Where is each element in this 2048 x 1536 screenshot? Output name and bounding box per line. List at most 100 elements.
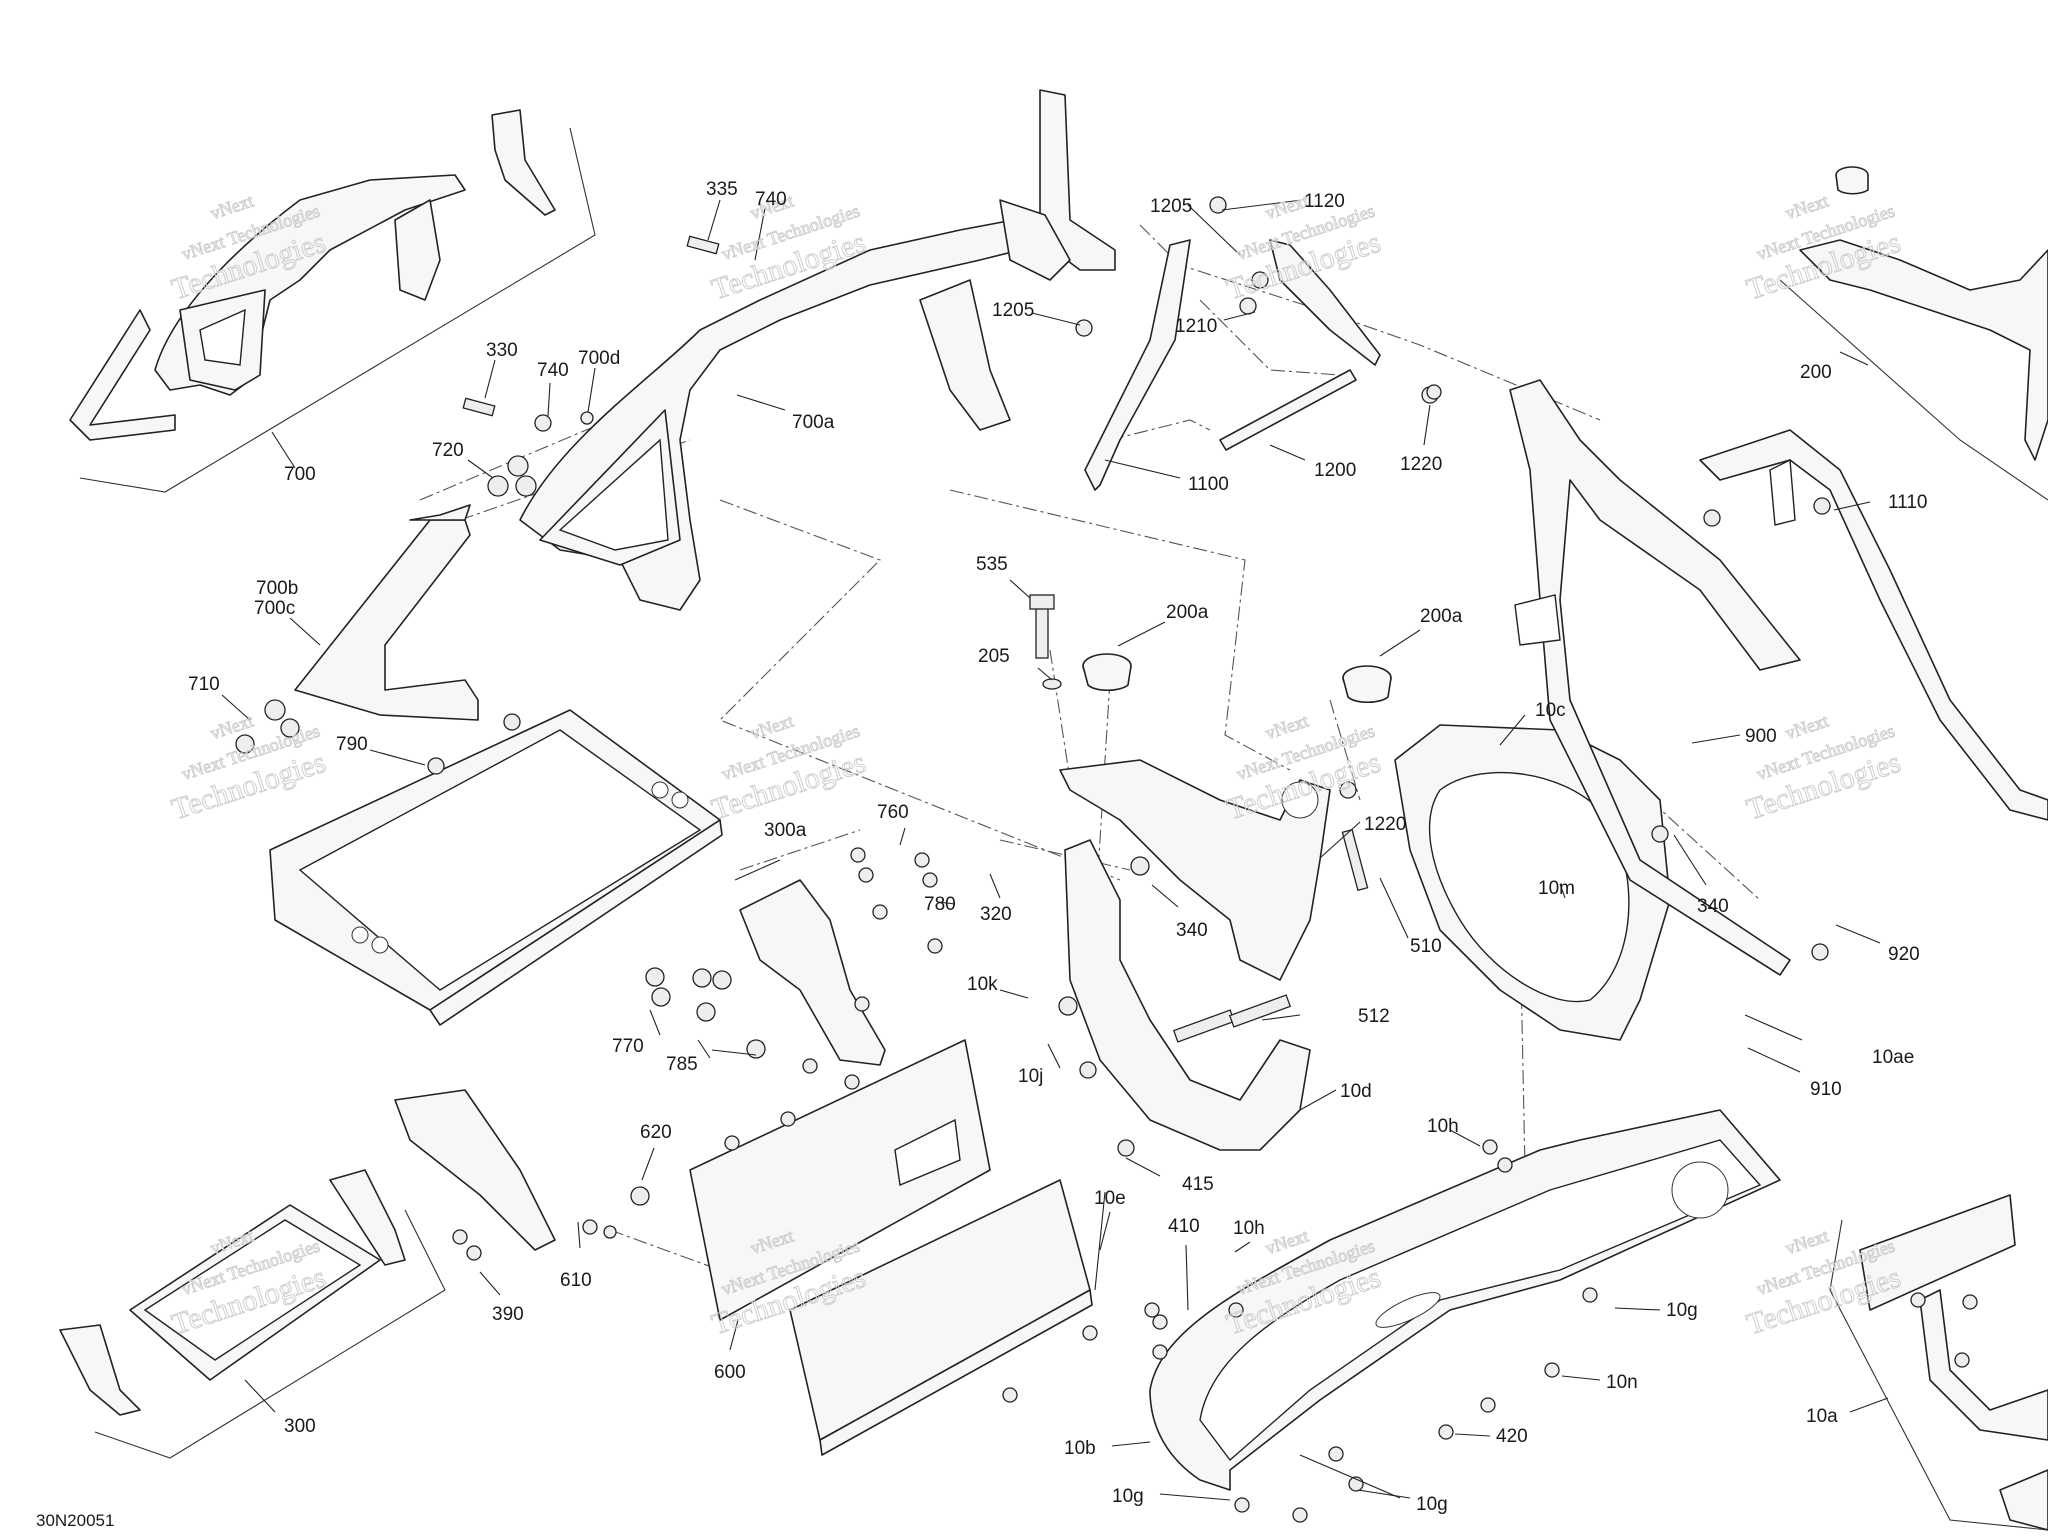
callout-1205-mid[interactable]: 1205: [992, 300, 1034, 321]
callout-720[interactable]: 720: [432, 440, 464, 461]
part-10d-front-hoop: [1064, 839, 1311, 1151]
callout-1120[interactable]: 1120: [1304, 191, 1345, 212]
callout-10g-bottom-right[interactable]: 10g: [1416, 1494, 1448, 1515]
fasteners: [235, 196, 1978, 1523]
callout-10g-right[interactable]: 10g: [1666, 1300, 1698, 1321]
callout-10h-top[interactable]: 10h: [1427, 1116, 1459, 1137]
callout-1205-top[interactable]: 1205: [1150, 196, 1192, 217]
part-700a-upper-frame: [519, 89, 1116, 611]
group-frame-700: [79, 127, 596, 493]
part-1100-strut: [1084, 239, 1191, 491]
part-10c-bulkhead: [1394, 724, 1671, 1041]
callout-1110[interactable]: 1110: [1888, 492, 1927, 513]
callout-790[interactable]: 790: [336, 734, 368, 755]
callout-920[interactable]: 920: [1888, 944, 1920, 965]
callout-700[interactable]: 700: [284, 464, 316, 485]
callout-410[interactable]: 410: [1168, 1216, 1200, 1237]
document-number: 30N20051: [36, 1511, 114, 1530]
callout-780[interactable]: 780: [924, 894, 956, 915]
callout-1200[interactable]: 1200: [1314, 460, 1356, 481]
callout-510[interactable]: 510: [1410, 936, 1442, 957]
part-10a-side-rail: [1859, 1194, 2048, 1531]
part-300a-bracket: [739, 879, 886, 1066]
part-200a-mounts: [1082, 653, 1392, 704]
part-790-floor-plate: [269, 709, 723, 1026]
callout-10n[interactable]: 10n: [1606, 1372, 1638, 1393]
part-10e-skid-plate: [789, 1179, 1093, 1456]
callout-10k[interactable]: 10k: [967, 974, 998, 995]
part-700b-side-plate: [294, 504, 479, 721]
callout-900[interactable]: 900: [1745, 726, 1777, 747]
callout-535[interactable]: 535: [976, 554, 1008, 575]
svg-text:vNext: vNext: [1783, 711, 1831, 744]
callout-320[interactable]: 320: [980, 904, 1012, 925]
callout-300a[interactable]: 300a: [764, 820, 807, 841]
callout-910[interactable]: 910: [1810, 1079, 1842, 1100]
part-300-footrest-assembly: [59, 1089, 556, 1416]
part-1200-rod: [1219, 369, 1357, 451]
watermark-5: vNext vNext Technologies Technologies: [167, 710, 330, 827]
callout-10j[interactable]: 10j: [1018, 1066, 1043, 1087]
watermark-12: vNext vNext Technologies Technologies: [1742, 1225, 1905, 1342]
callout-760[interactable]: 760: [877, 802, 909, 823]
callout-10h-mid[interactable]: 10h: [1233, 1218, 1265, 1239]
callout-330[interactable]: 330: [486, 340, 518, 361]
callout-740-left[interactable]: 740: [537, 360, 569, 381]
svg-text:vNext: vNext: [208, 191, 256, 224]
callout-10m[interactable]: 10m: [1538, 878, 1575, 899]
callout-10ae[interactable]: 10ae: [1872, 1047, 1914, 1068]
callout-1220-top[interactable]: 1220: [1400, 454, 1442, 475]
callout-labels: 700 330 740 700d 720 700a 335 740 700b 7…: [188, 179, 1927, 1515]
svg-text:vNext: vNext: [1783, 191, 1831, 224]
callout-700a[interactable]: 700a: [792, 412, 835, 433]
svg-text:vNext: vNext: [1263, 711, 1311, 744]
callout-610[interactable]: 610: [560, 1270, 592, 1291]
part-600-front-panel: [689, 1039, 991, 1321]
callout-340-right[interactable]: 340: [1697, 896, 1729, 917]
callout-700d[interactable]: 700d: [578, 348, 620, 369]
callout-390[interactable]: 390: [492, 1304, 524, 1325]
callout-10g-bottom-left[interactable]: 10g: [1112, 1486, 1144, 1507]
part-900-rear-frame: [1509, 379, 2048, 976]
callout-710[interactable]: 710: [188, 674, 220, 695]
part-200-roll-bar-section: [1799, 166, 2048, 461]
callout-10c[interactable]: 10c: [1535, 700, 1566, 721]
watermark-8: vNext vNext Technologies Technologies: [1742, 710, 1905, 827]
callout-10b[interactable]: 10b: [1064, 1438, 1096, 1459]
part-200-upper-crossmember: [1059, 759, 1331, 981]
callout-770[interactable]: 770: [612, 1036, 644, 1057]
part-1210-bracket: [1269, 239, 1381, 366]
callout-785[interactable]: 785: [666, 1054, 698, 1075]
callout-340-left[interactable]: 340: [1176, 920, 1208, 941]
group-frame-10a: [1829, 1219, 2048, 1531]
callout-700c[interactable]: 700c: [254, 598, 295, 619]
callout-10a[interactable]: 10a: [1806, 1406, 1838, 1427]
svg-text:vNext: vNext: [1263, 1226, 1311, 1259]
callout-512[interactable]: 512: [1358, 1006, 1390, 1027]
callout-1100[interactable]: 1100: [1188, 474, 1229, 495]
callout-300[interactable]: 300: [284, 1416, 316, 1437]
svg-text:vNext: vNext: [1783, 1226, 1831, 1259]
callout-420[interactable]: 420: [1496, 1426, 1528, 1447]
callout-10d[interactable]: 10d: [1340, 1081, 1372, 1102]
callout-200[interactable]: 200: [1800, 362, 1832, 383]
callout-205[interactable]: 205: [978, 646, 1010, 667]
watermark-6: vNext vNext Technologies Technologies: [707, 710, 870, 827]
group-frame-200: [1779, 279, 2048, 501]
callout-200a-left[interactable]: 200a: [1166, 602, 1209, 623]
callout-200a-right[interactable]: 200a: [1420, 606, 1463, 627]
callout-620[interactable]: 620: [640, 1122, 672, 1143]
callout-415[interactable]: 415: [1182, 1174, 1214, 1195]
callout-1220-mid[interactable]: 1220: [1364, 814, 1406, 835]
callout-600[interactable]: 600: [714, 1362, 746, 1383]
callout-335[interactable]: 335: [706, 179, 738, 200]
leader-lines: [221, 199, 1889, 1501]
part-700-frame-assembly: [69, 109, 556, 441]
group-frame-300: [94, 1209, 446, 1459]
svg-text:vNext: vNext: [748, 711, 796, 744]
callout-1210[interactable]: 1210: [1175, 316, 1217, 337]
callout-740-top[interactable]: 740: [755, 189, 787, 210]
callout-10e[interactable]: 10e: [1094, 1188, 1126, 1209]
callout-700b[interactable]: 700b: [256, 578, 298, 599]
